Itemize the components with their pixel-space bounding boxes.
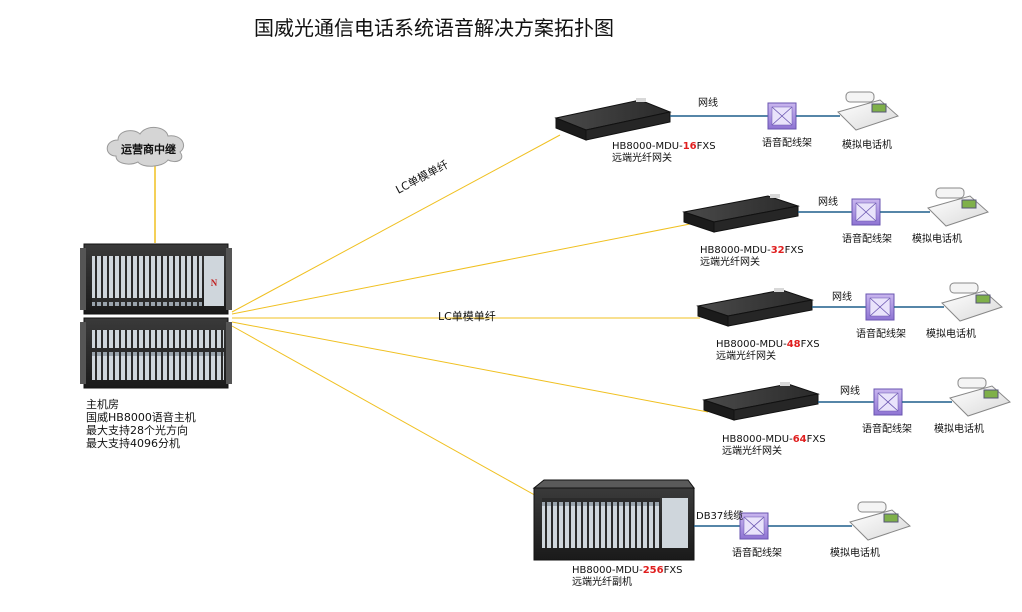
patch-panel-1-icon [767, 102, 797, 130]
fiber-link-2 [231, 223, 691, 315]
link-label-2: 网线 [818, 197, 838, 208]
main-host-line: 主机房 [86, 398, 119, 411]
link-label-5: DB37线缆 [696, 511, 744, 522]
fiber-link-5 [231, 325, 541, 499]
link-label-1: 网线 [698, 98, 718, 109]
analog-phone-5-icon [849, 501, 911, 541]
fiber-label-horizontal: LC单模单纤 [438, 310, 496, 323]
gateway-desc-2: 远端光纤网关 [700, 257, 760, 268]
main-host-notes: 主机房 国威HB8000语音主机 最大支持28个光方向 最大支持4096分机 [86, 398, 196, 450]
phone-label-4: 模拟电话机 [934, 424, 984, 435]
gateway-model-5: HB8000-MDU-256FXS [572, 565, 683, 576]
analog-phone-3-icon [941, 282, 1003, 322]
gateway-model-3: HB8000-MDU-48FXS [716, 339, 820, 350]
phone-label-3: 模拟电话机 [926, 329, 976, 340]
patch-label-3: 语音配线架 [856, 329, 906, 340]
patch-label-2: 语音配线架 [842, 234, 892, 245]
gateway-desc-4: 远端光纤网关 [722, 446, 782, 457]
patch-label-1: 语音配线架 [762, 138, 812, 149]
main-host-line: 最大支持4096分机 [86, 437, 180, 450]
gateway-model-2: HB8000-MDU-32FXS [700, 245, 804, 256]
main-host-line: 最大支持28个光方向 [86, 424, 188, 437]
patch-panel-5-icon [739, 512, 769, 540]
gateway-desc-1: 远端光纤网关 [612, 153, 672, 164]
fiber-link-4 [231, 321, 709, 413]
gateway-device-4 [702, 382, 820, 421]
patch-panel-3-icon [865, 293, 895, 321]
gateway-device-3 [696, 288, 814, 327]
gateway-desc-5: 远端光纤副机 [572, 577, 632, 588]
patch-label-4: 语音配线架 [862, 424, 912, 435]
svg-text:N: N [211, 278, 218, 288]
patch-label-5: 语音配线架 [732, 548, 782, 559]
carrier-cloud-icon [106, 127, 184, 167]
gateway-model-4: HB8000-MDU-64FXS [722, 434, 826, 445]
link-label-3: 网线 [832, 292, 852, 303]
main-host-chassis: N [80, 243, 232, 389]
gateway-device-2 [682, 194, 800, 233]
gateway-model-1: HB8000-MDU-16FXS [612, 141, 716, 152]
gateway-desc-3: 远端光纤网关 [716, 351, 776, 362]
sub-chassis-device-5 [532, 479, 695, 561]
main-host-line: 国威HB8000语音主机 [86, 411, 196, 424]
diagram-title: 国威光通信电话系统语音解决方案拓扑图 [254, 16, 614, 40]
analog-phone-1-icon [837, 91, 899, 131]
patch-panel-2-icon [851, 198, 881, 226]
carrier-label: 运营商中继 [121, 143, 176, 156]
analog-phone-4-icon [949, 377, 1011, 417]
phone-label-1: 模拟电话机 [842, 140, 892, 151]
phone-label-2: 模拟电话机 [912, 234, 962, 245]
link-label-4: 网线 [840, 386, 860, 397]
phone-label-5: 模拟电话机 [830, 548, 880, 559]
patch-panel-4-icon [873, 388, 903, 416]
analog-phone-2-icon [927, 187, 989, 227]
gateway-device-1 [554, 98, 672, 141]
fiber-link-1 [231, 134, 561, 313]
